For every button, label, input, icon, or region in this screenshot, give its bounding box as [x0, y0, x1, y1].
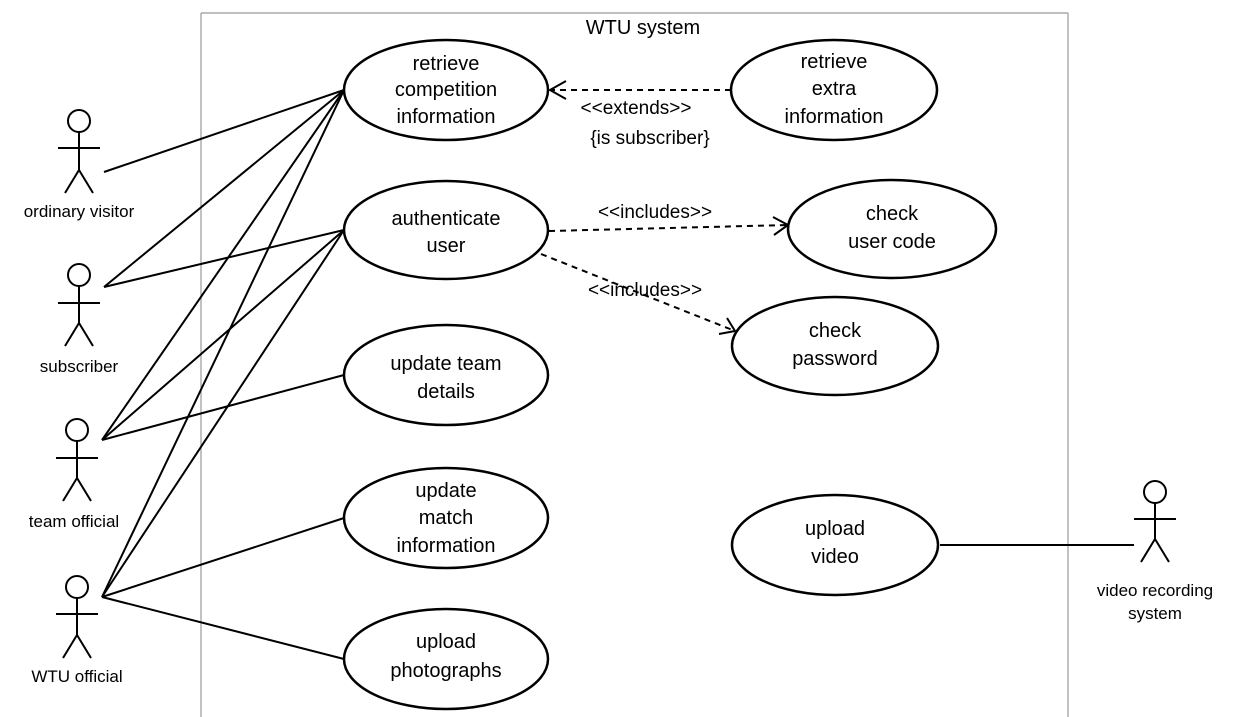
assoc-wtu-retrieve	[101, 89, 345, 598]
actor-label: subscriber	[40, 357, 119, 376]
assoc-team-retrieve	[101, 89, 345, 441]
stick-figure-icon	[58, 263, 100, 347]
actor-video-recording-system[interactable]: video recording system	[1097, 480, 1213, 623]
use-case-label: information	[785, 106, 884, 128]
stick-figure-icon	[56, 418, 98, 502]
use-case-label: password	[792, 348, 878, 370]
use-case-update-team-details[interactable]: update team details	[342, 323, 550, 427]
includes-password-line	[540, 253, 736, 332]
assoc-wtu-update-match	[101, 517, 345, 598]
actor-label: WTU official	[31, 667, 122, 686]
assoc-wtu-authenticate	[101, 229, 345, 598]
use-case-label: upload	[805, 518, 865, 540]
actor-team-official[interactable]: team official	[29, 418, 119, 531]
use-case-label: user code	[848, 231, 936, 253]
assoc-subscriber-retrieve	[103, 89, 345, 288]
associations	[101, 89, 1134, 660]
actor-label-line2: system	[1128, 604, 1182, 623]
use-case-retrieve-competition-information[interactable]: retrieve competition information	[342, 38, 550, 142]
actor-ordinary-visitor[interactable]: ordinary visitor	[24, 109, 135, 221]
use-case-check-user-code[interactable]: check user code	[786, 178, 998, 280]
stick-figure-icon	[58, 109, 100, 194]
system-title: WTU system	[586, 17, 700, 39]
use-case-update-match-information[interactable]: update match information	[342, 466, 550, 570]
use-case-label: authenticate	[392, 208, 501, 230]
assoc-wtu-upload-photos	[101, 596, 345, 660]
assoc-visitor-retrieve	[103, 89, 345, 173]
assoc-subscriber-authenticate	[103, 229, 345, 288]
includes-password-arrowhead	[718, 317, 737, 335]
use-case-label: check	[866, 203, 919, 225]
includes-user-code-line	[548, 224, 789, 232]
system-boundary: WTU system	[200, 12, 1069, 717]
use-case-label: update	[415, 480, 476, 502]
use-case-label: video	[811, 546, 859, 568]
use-case-label: retrieve	[801, 51, 868, 73]
use-case-label: check	[809, 320, 862, 342]
actor-label: team official	[29, 512, 119, 531]
includes-user-code-stereotype: <<includes>>	[598, 202, 712, 223]
use-case-label: details	[417, 381, 475, 403]
use-case-label: update team	[390, 353, 501, 375]
extends-arrowhead	[547, 80, 567, 100]
dependencies	[540, 80, 790, 335]
assoc-team-update-team	[101, 374, 345, 441]
use-case-label: competition	[395, 79, 497, 101]
stick-figure-icon	[1134, 480, 1176, 563]
use-case-label: user	[427, 235, 466, 257]
use-case-label: match	[419, 507, 473, 529]
actor-label-line1: video recording	[1097, 581, 1213, 600]
extends-stereotype: <<extends>>	[581, 98, 692, 119]
actor-subscriber[interactable]: subscriber	[40, 263, 119, 376]
use-case-upload-video[interactable]: upload video	[730, 493, 940, 597]
use-case-label: upload	[416, 631, 476, 653]
stick-figure-icon	[56, 575, 98, 659]
use-case-label: retrieve	[413, 53, 480, 75]
use-case-authenticate-user[interactable]: authenticate user	[342, 179, 550, 281]
use-case-label: photographs	[390, 660, 501, 682]
use-case-check-password[interactable]: check password	[730, 295, 940, 397]
assoc-team-authenticate	[101, 229, 345, 441]
extends-condition: {is subscriber}	[590, 128, 709, 149]
use-case-label: extra	[812, 78, 857, 100]
use-case-label: information	[397, 535, 496, 557]
use-case-retrieve-extra-information[interactable]: retrieve extra information	[729, 38, 939, 142]
includes-password-stereotype: <<includes>>	[588, 280, 702, 301]
use-case-label: information	[397, 106, 496, 128]
actor-label: ordinary visitor	[24, 202, 135, 221]
actor-wtu-official[interactable]: WTU official	[31, 575, 123, 686]
use-case-upload-photographs[interactable]: upload photographs	[342, 607, 550, 711]
